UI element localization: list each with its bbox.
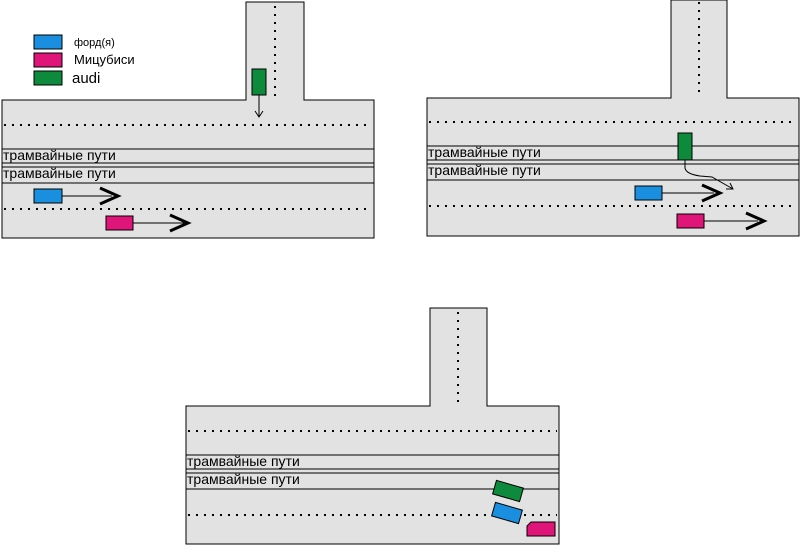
- scene-2-tram-label-2: трамвайные пути: [428, 162, 541, 178]
- scene-1-tram-label-1: трамвайные пути: [3, 147, 116, 163]
- scene-2-audi-car: [677, 132, 693, 161]
- scene-3-tram-label-2: трамвайные пути: [187, 471, 300, 487]
- scene-1-road: [1, 1, 375, 239]
- scene-3-audi-car: [491, 479, 525, 503]
- scene-1-mitsubishi-car: [105, 215, 134, 231]
- legend-ford-label: форд(я): [74, 37, 115, 49]
- scene-2-mitsubishi-arrow-head: [745, 211, 768, 231]
- scene-2-road: [426, 0, 800, 237]
- scene-1-ford-car: [33, 188, 63, 204]
- legend-mitsubishi-swatch: [33, 52, 63, 68]
- legend: форд(я) Мицубиси audi: [33, 34, 135, 87]
- scene-1-ford-arrow-head: [99, 186, 122, 206]
- scene-3-road: [185, 307, 560, 545]
- scene-3: трамвайные пути трамвайные пути: [185, 307, 560, 545]
- scene-2-tram-label-1: трамвайные пути: [428, 144, 541, 160]
- scene-2: трамвайные пути трамвайные пути: [426, 0, 800, 237]
- scene-2-mitsubishi-car: [676, 213, 705, 229]
- scene-3-mitsubishi-car: [526, 521, 556, 537]
- legend-mitsubishi-label: Мицубиси: [74, 52, 135, 67]
- scene-3-ford-car: [490, 501, 524, 525]
- scene-1-tram-label-2: трамвайные пути: [3, 165, 116, 181]
- scene-2-ford-arrow-head: [701, 183, 724, 203]
- scene-1-mitsubishi-arrow-head: [169, 213, 192, 233]
- legend-ford-swatch: [33, 34, 63, 50]
- scene-3-tram-label-1: трамвайные пути: [187, 453, 300, 469]
- scene-2-audi-arrow: [684, 160, 734, 190]
- scene-1-audi-car: [251, 68, 267, 96]
- legend-audi-label: audi: [72, 70, 100, 87]
- scene-2-ford-car: [634, 185, 663, 201]
- legend-audi-swatch: [33, 70, 63, 86]
- scene-1: трамвайные пути трамвайные пути: [1, 1, 375, 239]
- scene-1-audi-arrow: [254, 95, 264, 118]
